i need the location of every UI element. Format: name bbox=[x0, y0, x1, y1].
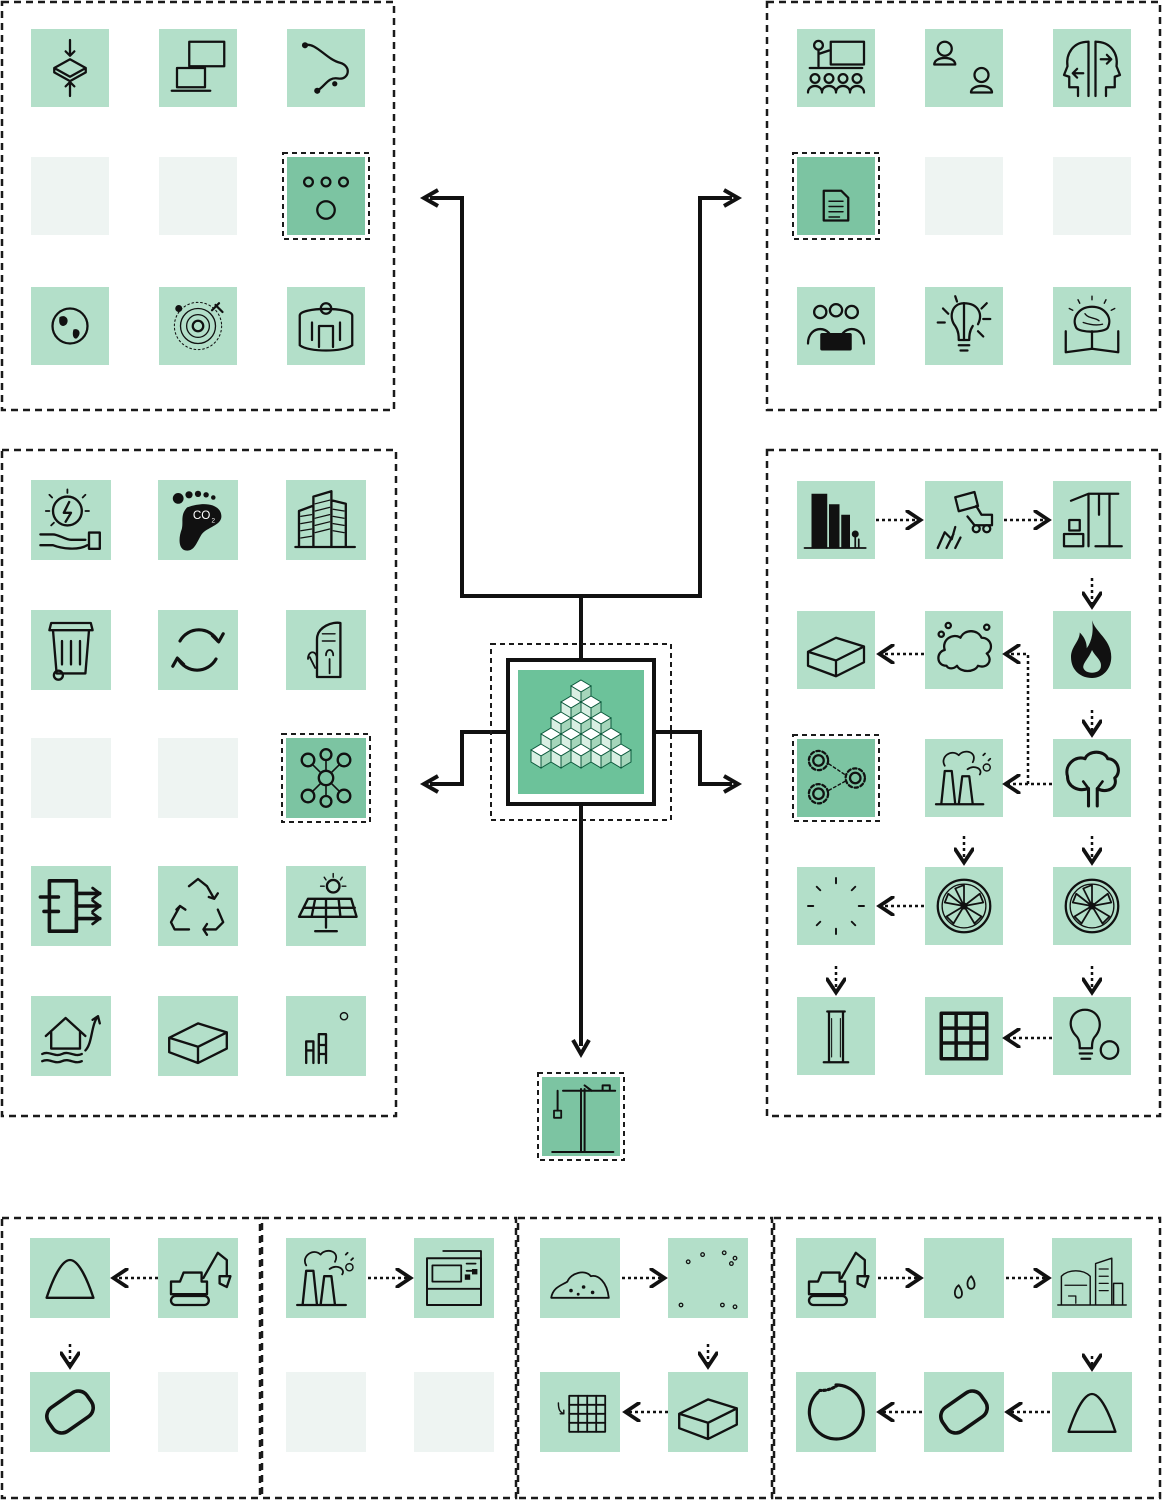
empty-tile bbox=[159, 157, 237, 235]
tile-circles bbox=[282, 152, 370, 240]
tile-pathway bbox=[287, 29, 365, 107]
tile-lightbulb bbox=[1053, 997, 1131, 1075]
tile-small-bars bbox=[286, 996, 366, 1076]
tile-cloud bbox=[925, 611, 1003, 689]
tile-waste-bin bbox=[31, 610, 111, 690]
connector-lines bbox=[419, 188, 743, 1059]
empty-tile bbox=[925, 157, 1003, 235]
tile-sustainability-network bbox=[281, 733, 371, 823]
icon-tiles bbox=[30, 29, 1132, 1452]
tile-brick bbox=[797, 611, 875, 689]
tile-grid-window bbox=[925, 997, 1003, 1075]
tile-excavator bbox=[158, 1238, 238, 1318]
center-hub bbox=[490, 643, 672, 821]
output-crane bbox=[537, 1072, 625, 1161]
tile-factory bbox=[286, 1238, 366, 1318]
tile-solar-hand bbox=[31, 480, 111, 560]
tile-fan bbox=[925, 867, 1003, 945]
tile-recycle bbox=[158, 866, 238, 946]
group-frame-mid-right bbox=[765, 448, 1162, 1118]
tile-tree bbox=[1053, 739, 1131, 817]
group-frame-bottom-1 bbox=[0, 1216, 262, 1500]
tile-heap bbox=[30, 1238, 110, 1318]
group-frame-mid-left bbox=[0, 448, 398, 1118]
tile-cycle-arrows bbox=[158, 610, 238, 690]
flow-arrows bbox=[70, 520, 1092, 1412]
empty-tile bbox=[158, 738, 238, 818]
tile-lightbulb-gear bbox=[925, 287, 1003, 365]
tile-leaf-building bbox=[286, 610, 366, 690]
tile-city-skyline bbox=[797, 481, 875, 559]
tile-head-exchange bbox=[1053, 29, 1131, 107]
tile-rounded-slab bbox=[30, 1372, 110, 1452]
tile-factory bbox=[925, 739, 1003, 817]
group-frame-top-left bbox=[0, 0, 396, 412]
tile-excavator bbox=[796, 1238, 876, 1318]
tile-heap bbox=[1052, 1372, 1132, 1452]
tile-buildings bbox=[286, 480, 366, 560]
group-frame-bottom-3 bbox=[516, 1216, 774, 1500]
tile-machine bbox=[414, 1238, 494, 1318]
tile-water-drops bbox=[924, 1238, 1004, 1318]
empty-tile bbox=[31, 738, 111, 818]
tile-column bbox=[797, 997, 875, 1075]
empty-tile bbox=[414, 1372, 494, 1452]
tile-soil-pile bbox=[540, 1238, 620, 1318]
tile-solar-panel bbox=[286, 866, 366, 946]
empty-tile bbox=[31, 157, 109, 235]
tile-brain-book bbox=[1053, 287, 1131, 365]
group-frame-bottom-2 bbox=[260, 1216, 518, 1500]
tile-fan bbox=[1053, 867, 1131, 945]
tile-vr-user bbox=[287, 287, 365, 365]
tile-document bbox=[792, 152, 880, 240]
group-frame-top-right bbox=[765, 0, 1162, 412]
tile-flood-house bbox=[31, 996, 111, 1076]
tile-orbit bbox=[159, 287, 237, 365]
tile-globe bbox=[31, 287, 109, 365]
tile-team-meeting bbox=[797, 287, 875, 365]
group-frame-bottom-4 bbox=[772, 1216, 1162, 1500]
tile-co2-footprint bbox=[158, 480, 238, 560]
tile-brick bbox=[668, 1372, 748, 1452]
tile-gears bbox=[792, 734, 880, 822]
tile-demolition bbox=[925, 481, 1003, 559]
empty-tile bbox=[158, 1372, 238, 1452]
tile-people bbox=[925, 29, 1003, 107]
tile-brick bbox=[158, 996, 238, 1076]
empty-tile bbox=[286, 1372, 366, 1452]
tile-devices bbox=[159, 29, 237, 107]
empty-tile bbox=[1053, 157, 1131, 235]
tile-buildings-outline bbox=[1052, 1238, 1132, 1318]
tile-grid-arrow bbox=[540, 1372, 620, 1452]
tile-dashed-circle bbox=[796, 1372, 876, 1452]
tile-crane bbox=[1053, 481, 1131, 559]
tile-dashes-circle bbox=[797, 867, 875, 945]
tile-dots bbox=[668, 1238, 748, 1318]
tile-rounded-slab bbox=[924, 1372, 1004, 1452]
tile-fire bbox=[1053, 611, 1131, 689]
tile-compression bbox=[31, 29, 109, 107]
tile-fast-forward-bars bbox=[31, 866, 111, 946]
tile-presentation bbox=[797, 29, 875, 107]
